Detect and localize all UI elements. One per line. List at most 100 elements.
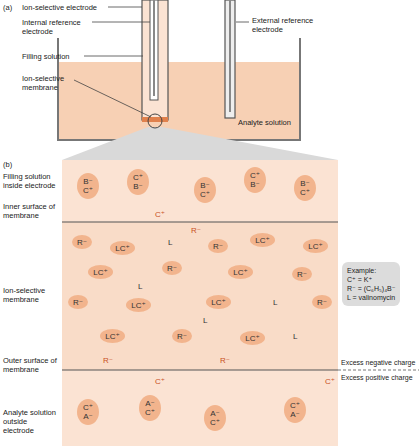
ion-label: LC⁺	[308, 242, 322, 251]
reference-wire	[153, 0, 155, 96]
leader-lines	[74, 7, 249, 117]
legend-text: Example:	[347, 266, 395, 275]
analyte-region	[62, 370, 338, 446]
surface-ion: C⁺	[155, 377, 165, 386]
ion-label: C⁺	[83, 403, 93, 412]
ion-label: B⁻	[133, 182, 143, 191]
ion-blob: LC⁺	[250, 233, 275, 247]
ion-label: C⁺	[290, 401, 300, 410]
ion-blob: R⁻	[208, 239, 228, 253]
part-label: Ion-selective electrode	[22, 3, 97, 12]
ion-label: B⁻	[250, 180, 260, 189]
external-reference-electrode	[225, 0, 235, 118]
ion-label: C⁺	[83, 186, 93, 195]
membrane	[142, 117, 168, 122]
analyte-liquid	[59, 62, 299, 139]
ion-label: LC⁺	[93, 268, 107, 277]
ion-blob: R⁻	[68, 295, 88, 309]
electrode-tube	[142, 0, 168, 120]
ion-blob: B⁻C⁺	[294, 175, 316, 201]
ion-blob: LC⁺	[88, 265, 113, 279]
ion-blob: B⁻C⁺	[77, 173, 99, 199]
charge-label: Excess positive charge	[341, 373, 413, 382]
legend-text: L = valinomycin	[347, 293, 395, 302]
ion-blob: R⁻	[72, 235, 92, 249]
zoom-circle	[148, 114, 162, 128]
surface-ion: R⁻	[220, 356, 230, 365]
charge-label: Excess negative charge	[341, 358, 415, 367]
membrane-region	[62, 222, 338, 370]
surface-ion: C⁺	[325, 377, 335, 386]
ion-label: A⁻	[145, 399, 155, 408]
ligand-label: L	[168, 238, 172, 247]
ligand-label: L	[203, 316, 207, 325]
part-label: Internal reference electrode	[22, 18, 92, 36]
ion-label: A⁻	[210, 409, 220, 418]
ion-label: A⁻	[290, 410, 300, 419]
ion-blob: LC⁺	[100, 329, 125, 343]
part-label: Inner surface of membrane	[3, 202, 59, 220]
ion-label: C⁺	[300, 188, 310, 197]
legend-text: R⁻ = (C₆H₅)₄B⁻	[347, 284, 395, 293]
reference-wire	[229, 0, 231, 112]
ion-label: LC⁺	[211, 298, 225, 307]
ion-blob: LC⁺	[206, 295, 231, 309]
internal-reference-electrode	[150, 0, 158, 100]
ligand-label: L	[138, 282, 142, 291]
ion-label: LC⁺	[245, 334, 259, 343]
beaker	[58, 38, 300, 140]
ion-label: LC⁺	[115, 244, 129, 253]
ion-label: R⁻	[167, 264, 177, 273]
ion-blob: LC⁺	[228, 265, 253, 279]
ion-label: C⁺	[145, 408, 155, 417]
ion-label: LC⁺	[233, 268, 247, 277]
part-label: Ion-selective membrane	[22, 74, 82, 92]
ion-blob: R⁻	[172, 329, 192, 343]
ion-label: A⁻	[83, 412, 93, 421]
part-label: (b)	[3, 160, 12, 169]
ion-blob: A⁻C⁺	[139, 395, 161, 421]
ion-blob: LC⁺	[240, 331, 265, 345]
ligand-label: L	[293, 332, 297, 341]
ion-blob: A⁻C⁺	[204, 405, 226, 431]
filling-solution-region	[62, 160, 338, 222]
ion-label: R⁻	[73, 298, 83, 307]
ion-label: LC⁺	[105, 332, 119, 341]
ion-blob: LC⁺	[303, 239, 328, 253]
part-label: Analyte solution	[238, 118, 298, 127]
ion-label: B⁻	[300, 179, 310, 188]
ligand-label: L	[273, 298, 277, 307]
ion-label: R⁻	[177, 332, 187, 341]
ion-blob: C⁺A⁻	[284, 397, 306, 423]
ion-blob: B⁻C⁺	[194, 177, 216, 203]
ion-label: R⁻	[77, 238, 87, 247]
ion-label: LC⁺	[255, 236, 269, 245]
charge-divider	[338, 370, 419, 371]
ion-blob: LC⁺	[110, 241, 135, 255]
ion-label: C⁺	[250, 171, 260, 180]
legend-text: C⁺ = K⁺	[347, 275, 395, 284]
ion-label: C⁺	[133, 173, 143, 182]
ion-blob: LC⁺	[126, 298, 151, 312]
ion-label: C⁺	[200, 190, 210, 199]
part-label: External reference electrode	[252, 16, 330, 34]
ion-label: C⁺	[210, 418, 220, 427]
part-label: Filling solution	[22, 52, 70, 61]
ion-blob: R⁻	[312, 295, 332, 309]
ion-blob: C⁺B⁻	[127, 169, 149, 195]
part-label: (a)	[3, 3, 12, 12]
ion-label: B⁻	[200, 181, 210, 190]
ion-blob: C⁺A⁻	[77, 399, 99, 425]
part-label: Filling solution inside electrode	[3, 172, 59, 190]
part-label: Outer surface of membrane	[3, 356, 59, 374]
outer-surface-line	[62, 369, 338, 370]
part-label: Analyte solution outside electrode	[3, 408, 59, 435]
surface-ion: C⁺	[155, 210, 165, 219]
part-label: Ion-selective membrane	[3, 286, 59, 304]
ion-label: LC⁺	[131, 301, 145, 310]
surface-ion: R⁻	[191, 226, 201, 235]
legend-box: Example:C⁺ = K⁺R⁻ = (C₆H₅)₄B⁻L = valinom…	[342, 262, 400, 306]
ion-label: R⁻	[213, 242, 223, 251]
inner-surface-line	[62, 221, 338, 222]
